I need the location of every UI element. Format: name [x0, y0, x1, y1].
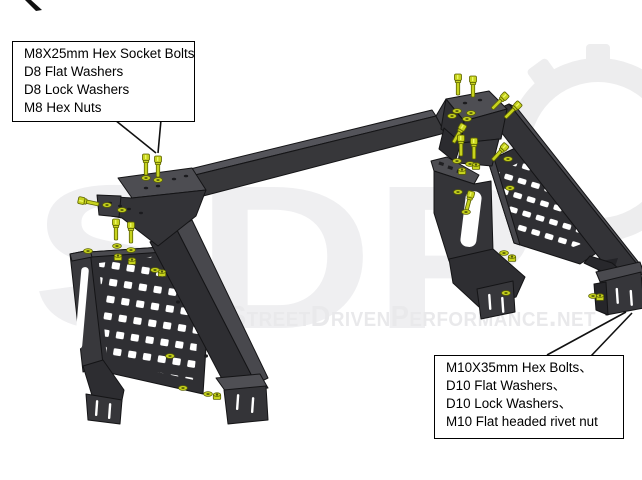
mounting-slots	[94, 287, 633, 420]
washer-icon	[153, 177, 163, 183]
foot-slot	[629, 289, 633, 306]
hex-nut-icon	[127, 257, 137, 265]
washer-icon	[462, 116, 472, 122]
hex-nut-icon	[457, 167, 467, 175]
foot-slot	[107, 403, 112, 420]
foot-slot	[501, 296, 505, 313]
callout-line: M10X35mm Hex Bolts、	[446, 360, 593, 375]
washer-icon	[117, 207, 127, 213]
washer-icon	[453, 189, 463, 195]
hex-nut-icon	[595, 293, 605, 301]
foot-slot	[488, 293, 492, 310]
washer-icon	[505, 185, 515, 191]
rack-structure	[69, 90, 642, 425]
callout-line: D8 Flat Washers	[24, 63, 124, 79]
hex-nut-icon	[113, 253, 123, 261]
callout-line: D10 Flat Washers、	[446, 377, 567, 393]
foot-slot	[94, 400, 99, 417]
callout-top-left: M8X25mm Hex Socket Bolts D8 Flat Washers…	[12, 41, 195, 122]
leader-line-top-left-b	[157, 119, 162, 154]
washer-icon	[112, 243, 122, 249]
washer-icon	[102, 202, 112, 208]
washer-icon	[452, 158, 462, 164]
right-shoulder-bracket	[435, 90, 508, 167]
right-side-panel	[487, 137, 599, 265]
callout-bottom-right: M10X35mm Hex Bolts、 D10 Flat Washers、 D1…	[434, 355, 624, 439]
washer-icon	[178, 385, 188, 391]
washer-icon	[503, 156, 513, 162]
callout-line: D10 Lock Washers、	[446, 395, 573, 411]
washer-icon	[126, 247, 136, 253]
hex-nut-icon	[471, 162, 481, 170]
leader-line-top-left-a	[114, 119, 157, 154]
gear-tooth	[527, 58, 560, 91]
washer-icon	[141, 175, 151, 181]
washer-icon	[501, 290, 511, 296]
hex-bolt-icon	[454, 73, 462, 96]
callout-line: M10 Flat headed rivet nut	[446, 413, 598, 429]
gear-tooth	[586, 44, 610, 70]
leader-line-bottom-right-b	[590, 312, 633, 357]
watermark-site-text: StreetDrivenPerformance.net	[228, 301, 596, 333]
washer-icon	[165, 353, 175, 359]
washer-icon	[447, 113, 457, 119]
hex-nut-icon	[157, 269, 167, 277]
foot-slot	[615, 287, 619, 304]
bolt-hole-dots	[108, 98, 483, 358]
washer-icon	[466, 110, 476, 116]
left-leg	[149, 219, 269, 425]
washer-icon	[83, 248, 93, 254]
callout-line: D8 Lock Washers	[24, 81, 130, 97]
washer-icon	[452, 108, 462, 114]
washer-icon	[203, 391, 213, 397]
leader-line-bottom-right-a	[546, 311, 627, 356]
washer-icon	[499, 250, 509, 256]
washer-icon	[461, 209, 471, 215]
hex-nut-icon	[507, 254, 517, 262]
corner-mark	[25, 0, 42, 11]
foot-slot	[250, 397, 255, 414]
callout-line: M8X25mm Hex Socket Bolts	[24, 46, 195, 61]
leader-lines	[114, 119, 633, 357]
left-mount-bracket	[69, 249, 125, 425]
foot-slot	[235, 394, 240, 411]
hex-nut-icon	[212, 392, 222, 400]
callout-line: M8 Hex Nuts	[24, 99, 102, 115]
